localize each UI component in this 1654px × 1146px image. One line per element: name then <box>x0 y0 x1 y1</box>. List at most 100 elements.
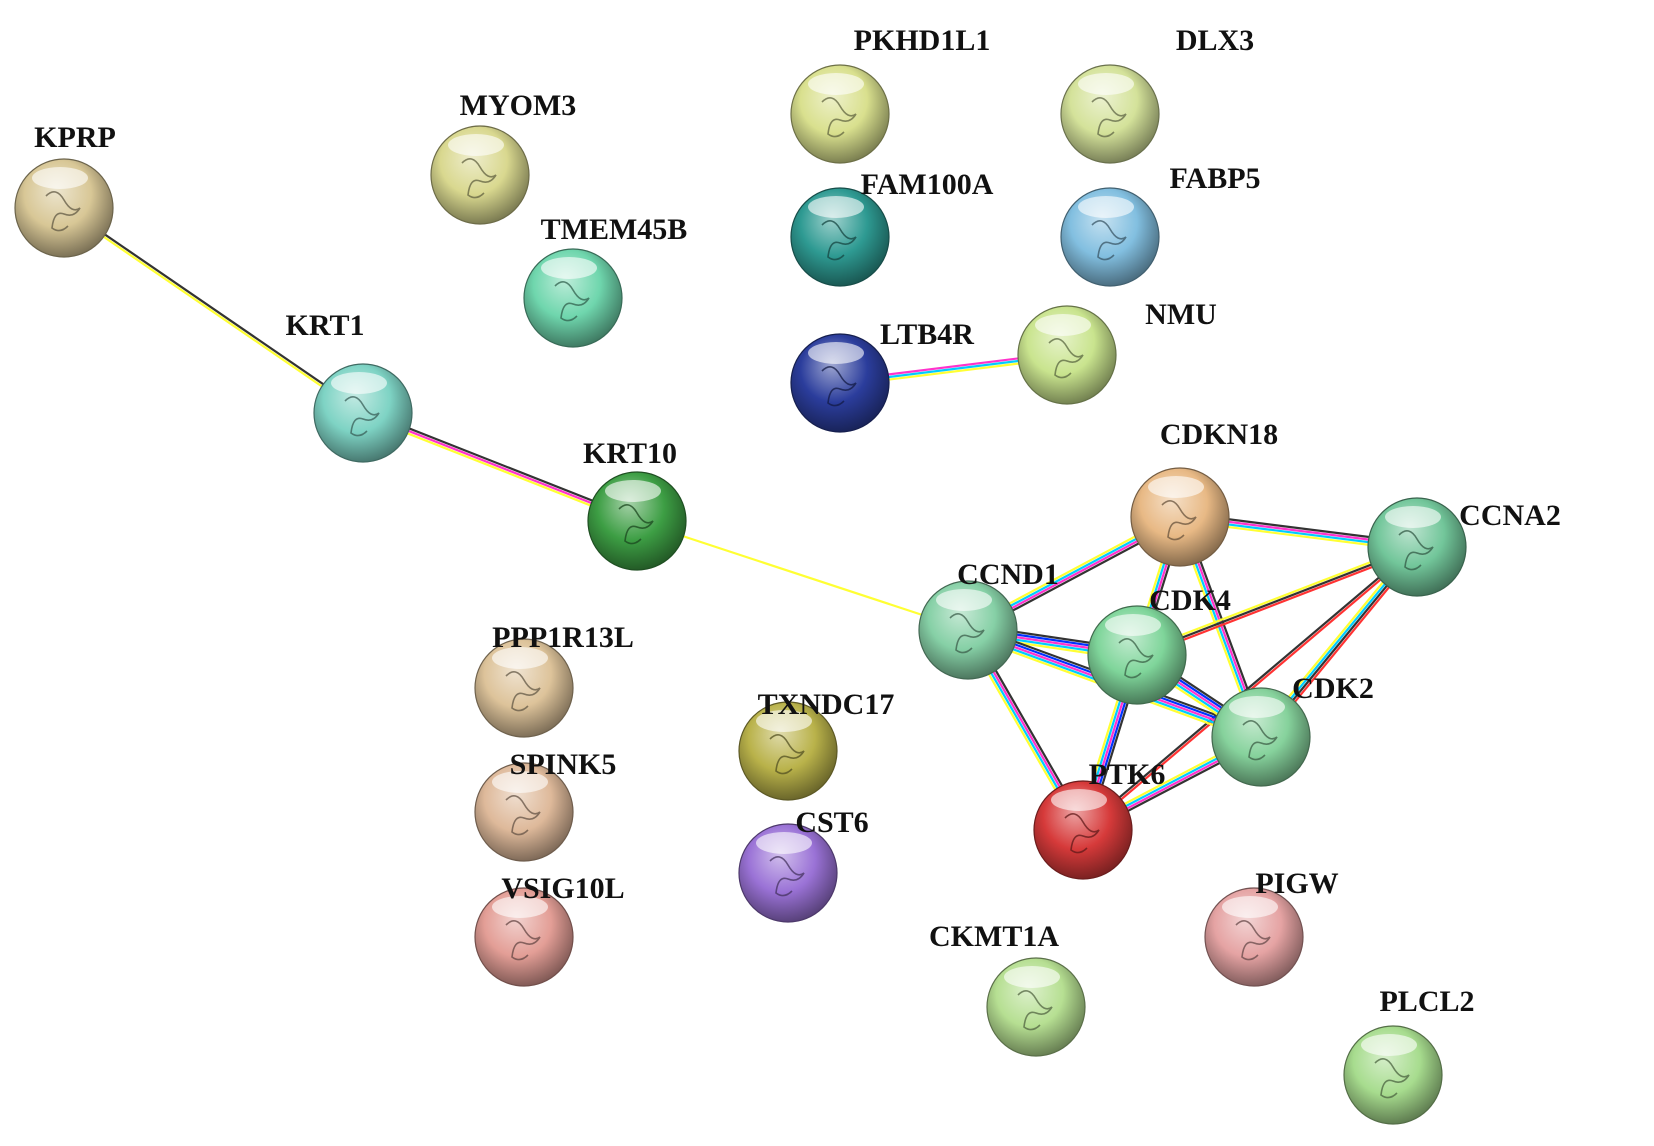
node-ccnd1[interactable]: CCND1 <box>918 558 1059 680</box>
protein-structure-icon <box>1017 990 1053 1031</box>
sphere-highlight <box>1222 896 1278 918</box>
protein-structure-icon <box>1374 1058 1410 1099</box>
protein-structure-icon <box>1064 813 1100 854</box>
sphere-highlight <box>808 196 864 218</box>
node-label: TXNDC17 <box>758 688 895 721</box>
node-pigw[interactable]: PIGW <box>1204 867 1339 987</box>
node-label: TMEM45B <box>541 213 688 246</box>
protein-structure-icon <box>505 920 541 961</box>
sphere-highlight <box>936 589 992 611</box>
node-tmem45b[interactable]: TMEM45B <box>523 213 688 348</box>
protein-structure-icon <box>949 613 985 654</box>
protein-structure-icon <box>45 191 81 232</box>
node-label: PPP1R13L <box>492 621 634 654</box>
node-cdk4[interactable]: CDK4 <box>1087 584 1231 705</box>
edge-evidence-line <box>62 207 364 416</box>
node-label: LTB4R <box>880 318 974 351</box>
protein-structure-icon <box>1118 638 1154 679</box>
edge-krt10-ccnd1 <box>635 519 970 632</box>
node-ccna2[interactable]: CCNA2 <box>1367 497 1561 597</box>
node-label: CCNA2 <box>1459 499 1561 532</box>
sphere-highlight <box>492 771 548 793</box>
protein-structure-icon <box>554 281 590 322</box>
node-label: PTK6 <box>1089 758 1166 791</box>
node-krt1[interactable]: KRT1 <box>286 309 413 463</box>
protein-structure-icon <box>769 734 805 775</box>
sphere-highlight <box>1105 614 1161 636</box>
protein-structure-icon <box>505 671 541 712</box>
protein-structure-icon <box>1048 338 1084 379</box>
sphere-highlight <box>1004 966 1060 988</box>
node-label: CDK4 <box>1149 584 1231 617</box>
sphere-highlight <box>1361 1034 1417 1056</box>
node-label: KRT1 <box>286 309 365 342</box>
sphere-highlight <box>1229 696 1285 718</box>
edge-kprp-krt1 <box>62 205 365 416</box>
node-spink5[interactable]: SPINK5 <box>474 748 617 862</box>
node-ckmt1a[interactable]: CKMT1A <box>929 920 1086 1057</box>
protein-structure-icon <box>821 220 857 261</box>
sphere-highlight <box>1385 506 1441 528</box>
protein-structure-icon <box>1161 500 1197 541</box>
node-kprp[interactable]: KPRP <box>14 121 116 258</box>
node-pkhd1l1[interactable]: PKHD1L1 <box>790 24 991 164</box>
node-cdkn18[interactable]: CDKN18 <box>1130 418 1278 567</box>
node-label: FABP5 <box>1169 162 1260 195</box>
node-krt10[interactable]: KRT10 <box>583 437 687 571</box>
sphere-highlight <box>32 167 88 189</box>
node-nmu[interactable]: NMU <box>1017 298 1217 405</box>
node-fam100a[interactable]: FAM100A <box>790 168 994 287</box>
node-label: CST6 <box>795 806 868 839</box>
node-label: NMU <box>1145 298 1217 331</box>
node-label: CKMT1A <box>929 920 1059 953</box>
protein-structure-icon <box>1242 720 1278 761</box>
edge-evidence-line <box>1135 545 1419 657</box>
node-ppp1r13l[interactable]: PPP1R13L <box>474 621 634 738</box>
node-cst6[interactable]: CST6 <box>738 806 869 923</box>
sphere-highlight <box>448 134 504 156</box>
protein-structure-icon <box>1091 220 1127 261</box>
edge-evidence-line <box>635 519 970 632</box>
node-ptk6[interactable]: PTK6 <box>1033 758 1166 880</box>
node-label: SPINK5 <box>510 748 617 781</box>
node-label: PKHD1L1 <box>854 24 991 57</box>
node-txndc17[interactable]: TXNDC17 <box>738 688 895 801</box>
sphere-highlight <box>541 257 597 279</box>
edge-evidence-line <box>1136 548 1420 659</box>
node-label: KPRP <box>34 121 116 154</box>
protein-structure-icon <box>505 795 541 836</box>
node-label: PIGW <box>1255 867 1338 900</box>
node-plcl2[interactable]: PLCL2 <box>1343 985 1475 1125</box>
node-label: FAM100A <box>861 168 994 201</box>
sphere-highlight <box>756 832 812 854</box>
sphere-highlight <box>1051 789 1107 811</box>
protein-structure-icon <box>344 396 380 437</box>
edge-evidence-line <box>1134 543 1418 654</box>
edge-evidence-line <box>63 205 365 414</box>
protein-structure-icon <box>769 856 805 897</box>
sphere-highlight <box>492 896 548 918</box>
node-label: CDK2 <box>1292 672 1374 705</box>
node-dlx3[interactable]: DLX3 <box>1060 24 1254 164</box>
node-vsig10l[interactable]: VSIG10L <box>474 872 625 987</box>
node-cdk2[interactable]: CDK2 <box>1211 672 1374 787</box>
node-label: PLCL2 <box>1379 985 1474 1018</box>
protein-structure-icon <box>1398 530 1434 571</box>
protein-structure-icon <box>821 97 857 138</box>
sphere-highlight <box>808 73 864 95</box>
sphere-highlight <box>756 710 812 732</box>
sphere-highlight <box>1035 314 1091 336</box>
sphere-highlight <box>808 342 864 364</box>
node-myom3[interactable]: MYOM3 <box>430 89 576 225</box>
sphere-highlight <box>1148 476 1204 498</box>
protein-structure-icon <box>618 504 654 545</box>
node-label: DLX3 <box>1176 24 1254 57</box>
protein-structure-icon <box>1091 97 1127 138</box>
protein-structure-icon <box>461 158 497 199</box>
node-label: CDKN18 <box>1160 418 1278 451</box>
sphere-highlight <box>605 480 661 502</box>
node-ltb4r[interactable]: LTB4R <box>790 318 974 433</box>
protein-structure-icon <box>821 366 857 407</box>
node-fabp5[interactable]: FABP5 <box>1060 162 1261 287</box>
